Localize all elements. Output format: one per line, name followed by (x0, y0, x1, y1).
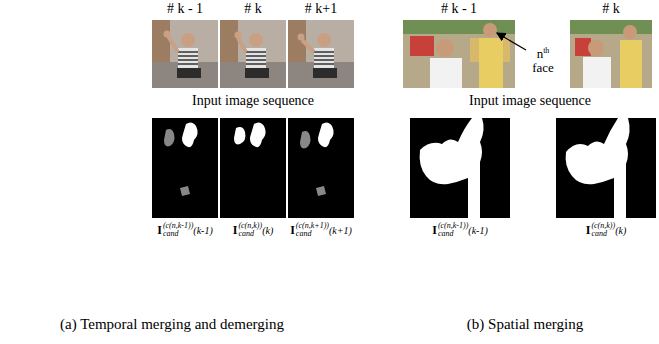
face-label: face (532, 61, 554, 75)
label-group: Input image sequence (192, 93, 314, 109)
mask-image (220, 118, 286, 218)
symbol: I (432, 223, 437, 238)
photo-frame (220, 20, 286, 88)
script-stack: (c(n,k-1))cand (438, 222, 468, 239)
ordinal-suffix: th (543, 46, 549, 55)
superscript: (c(n,k-1)) (163, 222, 193, 230)
label-group: # k+1 (305, 1, 337, 17)
photo-frame (288, 20, 354, 88)
caption-text: (a) Temporal merging and demerging (60, 316, 284, 333)
frame-index: (k-1) (468, 225, 487, 236)
superscript: (c(n,k+1)) (296, 222, 329, 230)
script-stack: (c(n,k))cand (591, 222, 615, 239)
symbol: I (586, 223, 591, 238)
label-group: # k - 1 (441, 1, 477, 17)
superscript: (c(n,k-1)) (438, 222, 468, 230)
frame-index: (k-1) (193, 225, 212, 236)
subscript: cand (591, 230, 615, 238)
label-group: (b) Spatial merging (467, 316, 583, 333)
label-group: nthface (529, 46, 557, 76)
photo-frame (403, 20, 515, 88)
label-group: I(c(n,k))cand(k) (586, 222, 627, 239)
section-label: Input image sequence (469, 93, 591, 109)
frame-index: (k) (262, 225, 273, 236)
script-stack: (c(n,k))cand (238, 222, 262, 239)
face-index: n (537, 46, 544, 61)
label-group: I(c(n,k-1))cand(k-1) (432, 222, 488, 239)
mask-image (410, 118, 510, 218)
photo-frame (570, 20, 652, 88)
frame-label: # k+1 (305, 1, 337, 17)
label-group: # k (244, 1, 262, 17)
subscript: cand (238, 230, 262, 238)
frame-index: (k+1) (329, 225, 352, 236)
label-group: I(c(n,k-1))cand(k-1) (157, 222, 213, 239)
symbol: I (157, 223, 162, 238)
photo-frame (152, 20, 218, 88)
mask-image (288, 118, 354, 218)
label-row: nth (537, 47, 550, 61)
label-group: # k - 1 (167, 1, 203, 17)
frame-label: # k (244, 1, 262, 17)
label-group: Input image sequence (469, 93, 591, 109)
frame-label: # k (602, 1, 620, 17)
mask-image (152, 118, 218, 218)
script-stack: (c(n,k+1))cand (296, 222, 329, 239)
label-group: # k (602, 1, 620, 17)
superscript: (c(n,k)) (591, 222, 615, 230)
frame-label: # k - 1 (441, 1, 477, 17)
label-group: I(c(n,k+1))cand(k+1) (290, 222, 352, 239)
symbol: I (290, 223, 295, 238)
subscript: cand (438, 230, 468, 238)
label-group: I(c(n,k))cand(k) (233, 222, 274, 239)
label-group: (a) Temporal merging and demerging (60, 316, 284, 333)
frame-label: # k - 1 (167, 1, 203, 17)
subscript: cand (296, 230, 329, 238)
frame-index: (k) (615, 225, 626, 236)
script-stack: (c(n,k-1))cand (163, 222, 193, 239)
leader-line (497, 33, 526, 50)
subscript: cand (163, 230, 193, 238)
caption-text: (b) Spatial merging (467, 316, 583, 333)
section-label: Input image sequence (192, 93, 314, 109)
symbol: I (233, 223, 238, 238)
superscript: (c(n,k)) (238, 222, 262, 230)
mask-image (556, 118, 656, 218)
